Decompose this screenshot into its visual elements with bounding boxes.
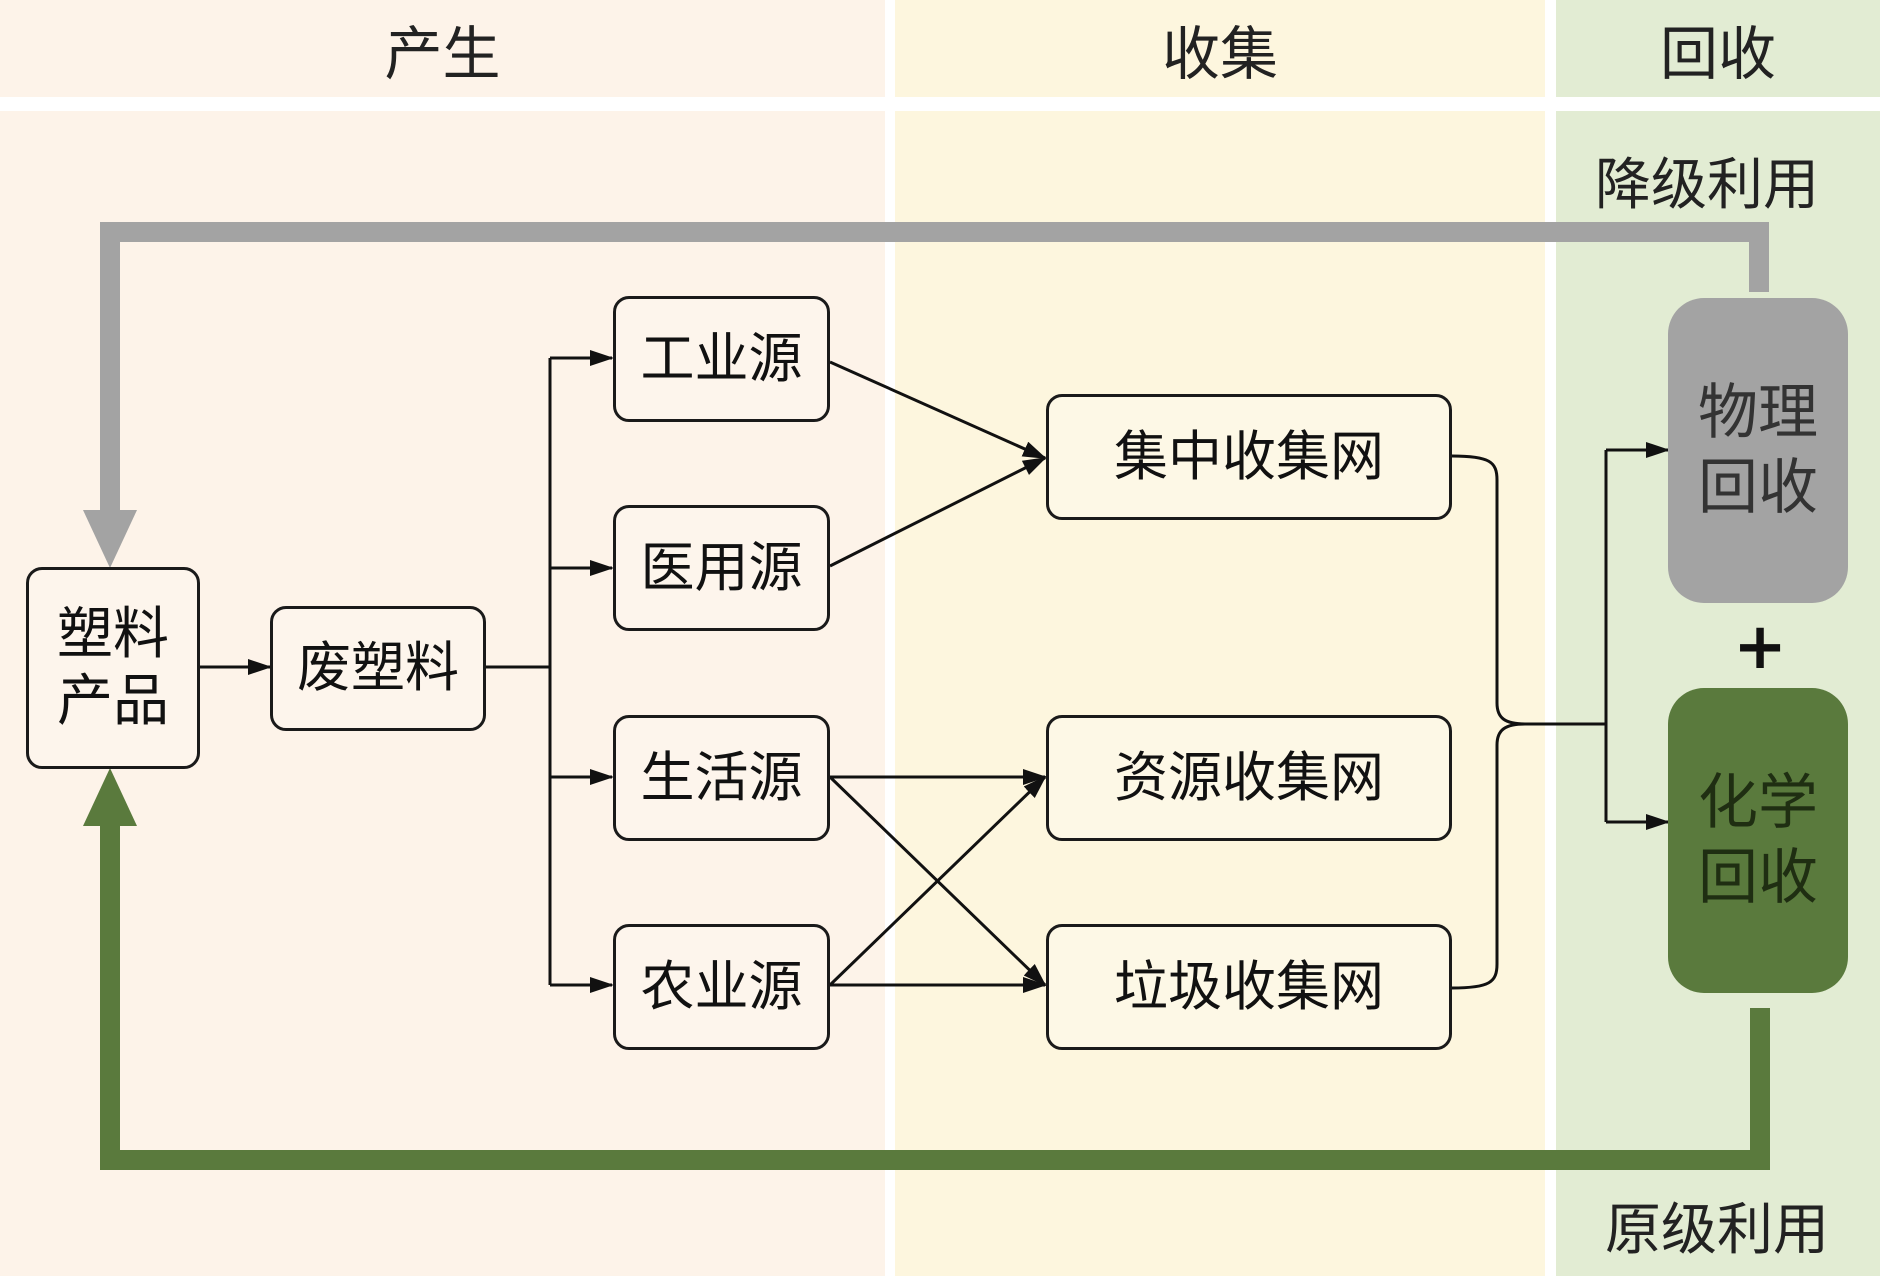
physical-recycling-node: 物理 回收 xyxy=(1668,298,1848,603)
waste-to-sources-connector xyxy=(485,350,614,993)
garbage-network-node: 垃圾收集网 xyxy=(1046,924,1452,1050)
physical-recycling-line1: 物理 xyxy=(1698,377,1818,448)
chemical-recycling-node: 化学 回收 xyxy=(1668,688,1848,993)
physical-recycling-line2: 回收 xyxy=(1698,452,1818,523)
sources-to-networks-connector xyxy=(828,360,1047,993)
downcycle-feedback-arrow xyxy=(83,222,1769,568)
primary-use-label: 原级利用 xyxy=(1605,1198,1829,1263)
plastic-product-label-line2: 产品 xyxy=(57,669,169,734)
plus-sign: + xyxy=(1733,610,1787,684)
downcycle-label: 降级利用 xyxy=(1595,153,1819,218)
chemical-recycling-line1: 化学 xyxy=(1698,767,1818,838)
centralized-network-node: 集中收集网 xyxy=(1046,394,1452,520)
agricultural-source-node: 农业源 xyxy=(613,924,830,1050)
waste-plastic-node: 废塑料 xyxy=(270,606,486,731)
collect-column-bg xyxy=(895,0,1545,1276)
primary-feedback-arrow xyxy=(83,768,1770,1170)
chemical-recycling-line2: 回收 xyxy=(1698,842,1818,913)
networks-to-recycle-connector xyxy=(1451,442,1670,990)
header-recycle: 回收 xyxy=(1659,19,1776,88)
resource-network-node: 资源收集网 xyxy=(1046,715,1452,841)
header-produce: 产生 xyxy=(384,19,501,88)
recycle-column-bg xyxy=(1556,0,1880,1276)
header-separator xyxy=(0,97,1880,111)
header-collect: 收集 xyxy=(1161,19,1278,88)
domestic-source-node: 生活源 xyxy=(613,715,830,841)
industrial-source-node: 工业源 xyxy=(613,296,830,422)
plastic-product-node: 塑料 产品 xyxy=(26,567,200,769)
plastic-product-label-line1: 塑料 xyxy=(57,601,169,667)
medical-source-node: 医用源 xyxy=(613,505,830,631)
